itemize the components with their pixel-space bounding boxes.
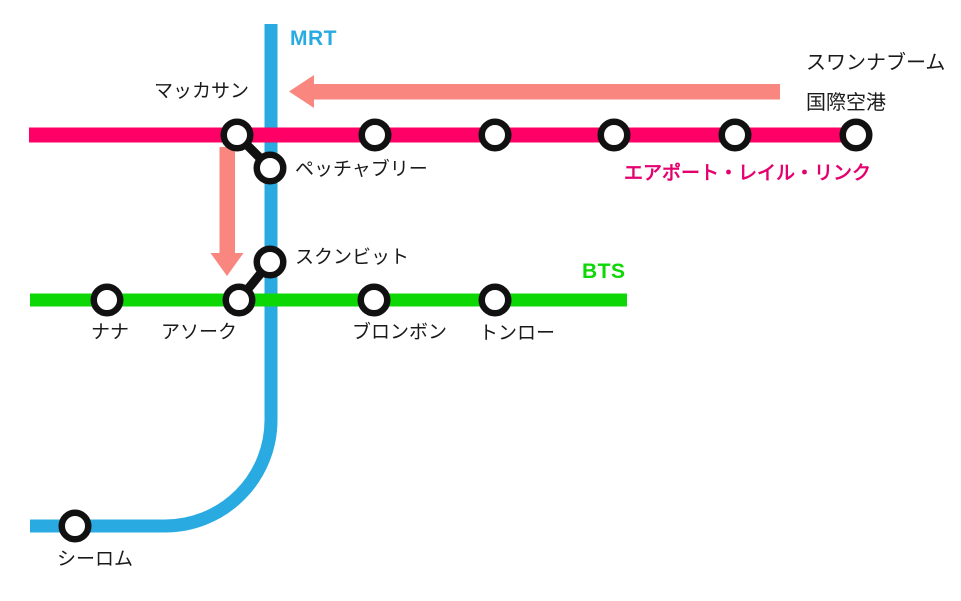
bts-line-label: BTS [582,260,626,283]
station-suvarnabhumi-airport [839,118,873,152]
mrt-line [30,24,278,533]
station-arl-station-4 [597,118,631,152]
suvarnabhumi-airport-label: スワンナブーム 国際空港 [806,52,945,115]
station-phrom-phong [357,283,391,317]
arrow-makkasan-to-bts [210,147,244,276]
airport-rail-link-label: エアポート・レイル・リンク [624,163,872,184]
station-nana [90,283,124,317]
arrow-airport-to-makkasan [289,75,780,108]
station-label-phrom-phong: ブロンボン [352,322,448,343]
station-arl-station-3 [478,118,512,152]
station-label-nana: ナナ [91,322,130,343]
airport-label-line2: 国際空港 [806,92,886,114]
station-label-sukhumvit: スクンビット [295,247,410,268]
station-phetchaburi [253,151,287,185]
station-si-lom [58,509,92,543]
station-sukhumvit [253,245,287,279]
station-label-si-lom: シーロム [57,549,134,570]
mrt-line-label: MRT [290,27,337,50]
station-thong-lo [478,283,512,317]
station-label-phetchaburi: ペッチャブリー [295,159,428,180]
airport-label-line1: スワンナブーム [806,52,946,74]
station-makkasan [220,118,254,152]
station-arl-station-5 [718,118,752,152]
station-label-thong-lo: トンロー [479,323,556,344]
station-label-asok: アソーク [161,322,238,343]
station-arl-station-2 [358,118,392,152]
station-label-makkasan: マッカサン [154,81,250,102]
station-asok [222,283,256,317]
